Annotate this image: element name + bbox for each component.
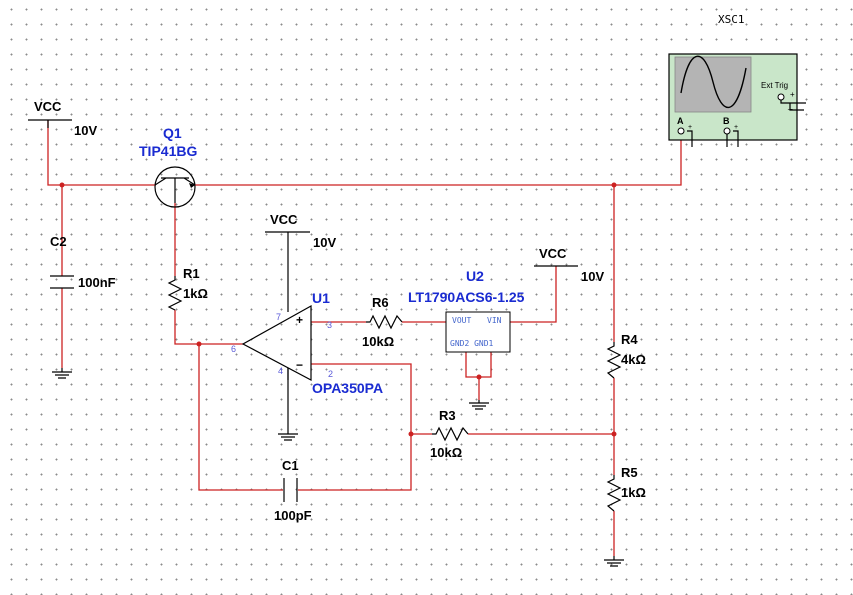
junction — [59, 182, 65, 188]
u2-voltage-reference[interactable]: U2 LT1790ACS6-1.25 VOUT VIN GND2 GND1 — [408, 268, 525, 353]
r3-resistor[interactable]: R3 10kΩ — [430, 408, 469, 460]
vcc-net-label: VCC — [539, 246, 567, 261]
u1-minus-sign: − — [296, 358, 303, 372]
ground-symbol — [604, 556, 624, 567]
ground-symbol — [52, 368, 72, 379]
u1-pin-6: 6 — [231, 344, 236, 354]
scope-sine-trace — [680, 55, 747, 109]
u1-ref: U1 — [312, 290, 330, 306]
q1-transistor[interactable]: Q1 TIP41BG — [139, 125, 197, 208]
r6-value: 10kΩ — [362, 334, 394, 349]
r5-ref: R5 — [621, 465, 638, 480]
wire-c1-left[interactable] — [198, 344, 283, 491]
wire-u2-vin[interactable] — [510, 266, 557, 323]
vcc-net-label: VCC — [34, 99, 62, 114]
u1-plus-sign: + — [296, 313, 303, 327]
u1-pin-2: 2 — [328, 369, 333, 379]
u1-part: OPA350PA — [312, 380, 383, 396]
u1-opamp[interactable]: U1 + − 7 3 6 4 2 OPA350PA — [231, 290, 383, 396]
channel-a-terminal[interactable] — [677, 127, 685, 135]
r6-ref: R6 — [372, 295, 389, 310]
ext-trig-label: Ext Trig — [761, 81, 788, 90]
c1-value: 100pF — [274, 508, 312, 523]
c2-value: 100nF — [78, 275, 116, 290]
u1-pin-3: 3 — [327, 320, 332, 330]
ground-symbol — [278, 368, 298, 441]
u2-pin-vout: VOUT — [452, 316, 471, 325]
wire-vcc-rail[interactable] — [47, 120, 155, 186]
u2-part: LT1790ACS6-1.25 — [408, 289, 525, 305]
junction — [408, 431, 414, 437]
vcc-source-2[interactable]: VCC 10V — [265, 212, 336, 312]
wire-r1-opamp-out[interactable] — [174, 310, 243, 345]
junction — [196, 341, 202, 347]
ground-symbol — [469, 400, 489, 410]
u2-pin-vin: VIN — [487, 316, 502, 325]
junction — [476, 374, 482, 380]
r3-ref: R3 — [439, 408, 456, 423]
channel-b-terminal[interactable] — [723, 127, 731, 135]
channel-a-plus: + — [688, 124, 692, 131]
vcc-net-label: VCC — [270, 212, 298, 227]
c1-capacitor[interactable]: C1 100pF — [274, 458, 312, 523]
oscilloscope-xsc1[interactable]: XSC1 Ext Trig + _ A B + + — [668, 13, 806, 147]
r5-value: 1kΩ — [621, 485, 646, 500]
r3-value: 10kΩ — [430, 445, 462, 460]
wire-output-rail[interactable] — [195, 133, 682, 186]
u1-pin-4: 4 — [278, 366, 283, 376]
junction — [611, 182, 617, 188]
vcc-source-3[interactable]: VCC 10V — [534, 246, 604, 284]
junction — [611, 431, 617, 437]
channel-a-label: A — [677, 116, 684, 126]
vcc-value: 10V — [313, 235, 336, 250]
wire-c1-right[interactable] — [298, 363, 412, 491]
c2-ref: C2 — [50, 234, 67, 249]
xsc1-ref: XSC1 — [718, 13, 745, 26]
r1-value: 1kΩ — [183, 286, 208, 301]
r6-resistor[interactable]: R6 10kΩ — [362, 295, 403, 349]
r4-value: 4kΩ — [621, 352, 646, 367]
q1-part: TIP41BG — [139, 143, 197, 159]
ext-trig-terminal[interactable] — [777, 93, 785, 101]
vcc-value: 10V — [581, 269, 604, 284]
channel-b-plus: + — [734, 124, 738, 131]
r4-ref: R4 — [621, 332, 638, 347]
ext-trig-plus: + — [790, 90, 795, 99]
u1-pin-7: 7 — [276, 312, 281, 322]
junctions — [59, 182, 617, 437]
c2-capacitor[interactable]: C2 100nF — [50, 234, 116, 290]
q1-ref: Q1 — [163, 125, 182, 141]
vcc-source-1[interactable]: VCC 10V — [28, 99, 97, 138]
u2-pin-gnd: GND2 GND1 — [450, 339, 494, 348]
vcc-value: 10V — [74, 123, 97, 138]
r4-resistor[interactable]: R4 4kΩ — [606, 332, 646, 379]
c1-ref: C1 — [282, 458, 299, 473]
channel-b-label: B — [723, 116, 730, 126]
r1-ref: R1 — [183, 266, 200, 281]
r5-resistor[interactable]: R5 1kΩ — [606, 465, 646, 512]
r1-resistor[interactable]: R1 1kΩ — [167, 266, 208, 311]
u2-ref: U2 — [466, 268, 484, 284]
